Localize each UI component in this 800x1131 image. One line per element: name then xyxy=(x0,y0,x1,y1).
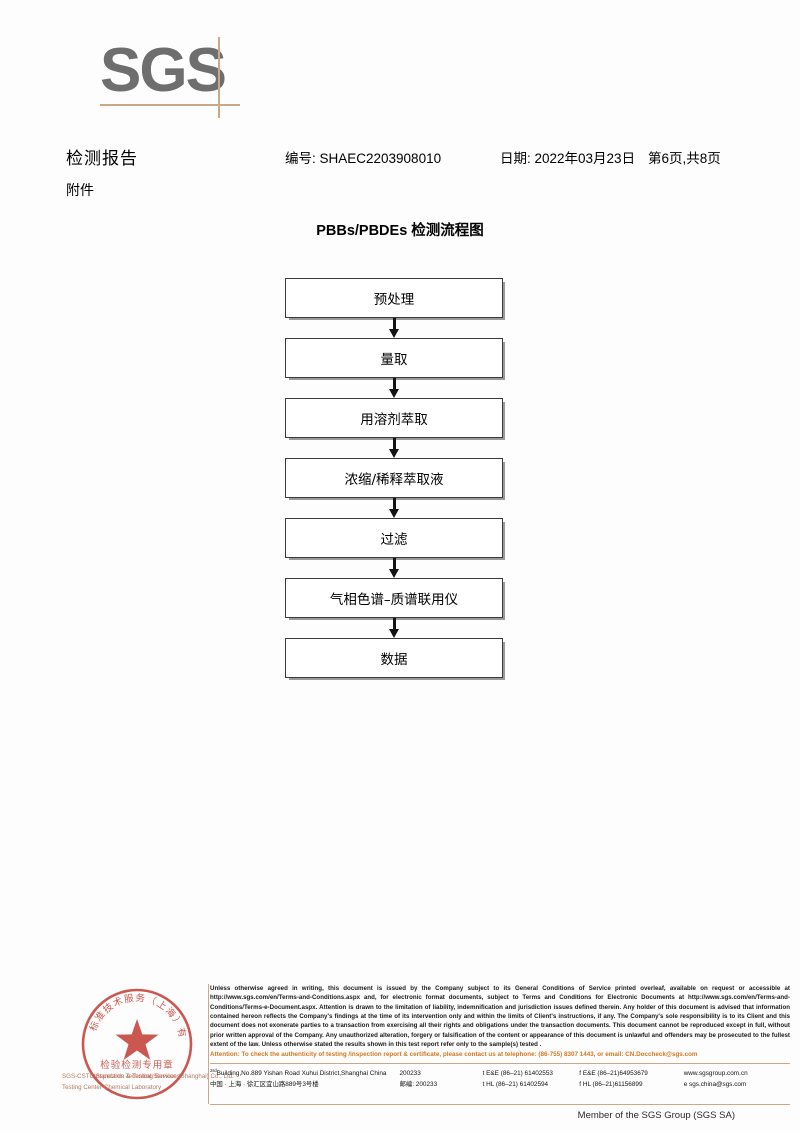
address-cn: 中国 · 上海 · 徐汇区宜山路889号3号楼 xyxy=(210,1080,319,1088)
flow-arrow-1 xyxy=(285,318,503,338)
website[interactable]: www.sgsgroup.com.cn xyxy=(683,1069,748,1077)
flowchart-title: PBBs/PBDEs 检测流程图 xyxy=(316,223,484,239)
arrow-shaft-icon xyxy=(392,498,396,511)
attention-notice: Attention: To check the authenticity of … xyxy=(210,1051,698,1059)
page-title: 检测报告 xyxy=(66,149,138,168)
flow-arrow-2 xyxy=(285,378,503,398)
footer-left-rule xyxy=(208,984,210,1104)
page-subtitle: 附件 xyxy=(66,182,94,198)
flow-node-1: 预处理 xyxy=(285,278,503,318)
arrow-shaft-icon xyxy=(392,318,396,331)
footer-bottom-rule xyxy=(210,1104,790,1106)
seal-caption-line2: Testing Center-Chemical Laboratory xyxy=(62,1083,162,1091)
email[interactable]: e sgs.china@sgs.com xyxy=(683,1080,747,1088)
flow-node-5: 过滤 xyxy=(285,518,503,558)
flow-arrow-6 xyxy=(285,618,503,638)
address-row-cn: 中国 · 上海 · 徐汇区宜山路889号3号楼 邮编: 200233 t HL … xyxy=(210,1079,790,1090)
seal-icon: 标准技术服务（上海）有限公司 检验检测专用章 Inspection & Test… xyxy=(78,985,193,1100)
flow-node-label: 预处理 xyxy=(373,292,415,308)
tel-hl-1: t HL (86–21) 61402594 xyxy=(482,1080,549,1088)
flow-arrow-3 xyxy=(285,438,503,458)
svg-text:检验检测专用章: 检验检测专用章 xyxy=(100,1059,174,1071)
report-date: 日期: 2022年03月23日 xyxy=(500,151,636,166)
arrow-head-icon xyxy=(388,569,399,578)
flowchart: 预处理 量取 用溶剂萃取 浓缩/稀释萃取液 过滤 xyxy=(285,278,507,678)
member-of-group-line: Member of the SGS Group (SGS SA) xyxy=(577,1110,735,1121)
flow-node-label: 浓缩/稀释萃取液 xyxy=(344,472,444,488)
address-en: 3rdBuilding,No.889 Yishan Road Xuhui Dis… xyxy=(210,1067,387,1077)
flow-node-4: 浓缩/稀释萃取液 xyxy=(285,458,503,498)
svg-text:Inspection & Testing Services: Inspection & Testing Services xyxy=(94,1073,181,1080)
seal-caption-line1: SGS-CSTC Standards Technical Services (S… xyxy=(62,1073,234,1080)
arrow-head-icon xyxy=(388,629,399,638)
flow-node-label: 过滤 xyxy=(380,532,408,548)
flow-node-2: 量取 xyxy=(285,338,503,378)
arrow-shaft-icon xyxy=(392,618,396,631)
flow-node-3: 用溶剂萃取 xyxy=(285,398,503,438)
flow-node-label: 数据 xyxy=(380,652,408,668)
flow-node-label: 用溶剂萃取 xyxy=(360,412,428,428)
sgs-logo: SGS xyxy=(100,34,250,120)
logo-vertical-rule xyxy=(218,37,220,118)
legal-disclaimer: Unless otherwise agreed in writing, this… xyxy=(210,985,790,1049)
flow-node-6: 气相色谱–质谱联用仪 xyxy=(285,578,503,618)
arrow-head-icon xyxy=(388,449,399,458)
arrow-head-icon xyxy=(388,389,399,398)
flow-node-7: 数据 xyxy=(285,638,503,678)
arrow-shaft-icon xyxy=(392,438,396,451)
fax-hl-1: f HL (86–21)61156899 xyxy=(579,1080,643,1088)
official-seal-stamp: 标准技术服务（上海）有限公司 检验检测专用章 Inspection & Test… xyxy=(78,985,196,1103)
logo-horizontal-rule xyxy=(100,104,240,106)
arrow-shaft-icon xyxy=(392,378,396,391)
arrow-shaft-icon xyxy=(392,558,396,571)
fax-ee-1: f E&E (86–21)64953679 xyxy=(579,1069,648,1077)
zip-cn: 邮编: 200233 xyxy=(399,1080,438,1088)
seal-caption: SGS-CSTC Standards Technical Services (S… xyxy=(62,1072,237,1093)
footer: Unless otherwise agreed in writing, this… xyxy=(210,984,790,1090)
flow-arrow-5 xyxy=(285,558,503,578)
arrow-head-icon xyxy=(388,509,399,518)
zip-en: 200233 xyxy=(399,1069,421,1077)
tel-ee-1: t E&E (86–21) 61402553 xyxy=(482,1069,553,1077)
address-row-en: 3rdBuilding,No.889 Yishan Road Xuhui Dis… xyxy=(210,1067,790,1079)
flow-node-label: 量取 xyxy=(380,352,408,368)
flow-arrow-4 xyxy=(285,498,503,518)
address-block: 3rdBuilding,No.889 Yishan Road Xuhui Dis… xyxy=(210,1063,790,1090)
flow-node-label: 气相色谱–质谱联用仪 xyxy=(329,592,459,608)
report-number: 编号: SHAEC2203908010 xyxy=(285,151,442,166)
arrow-head-icon xyxy=(388,329,399,338)
page-indicator: 第6页,共8页 xyxy=(648,151,721,166)
sgs-logo-text: SGS xyxy=(100,36,227,105)
